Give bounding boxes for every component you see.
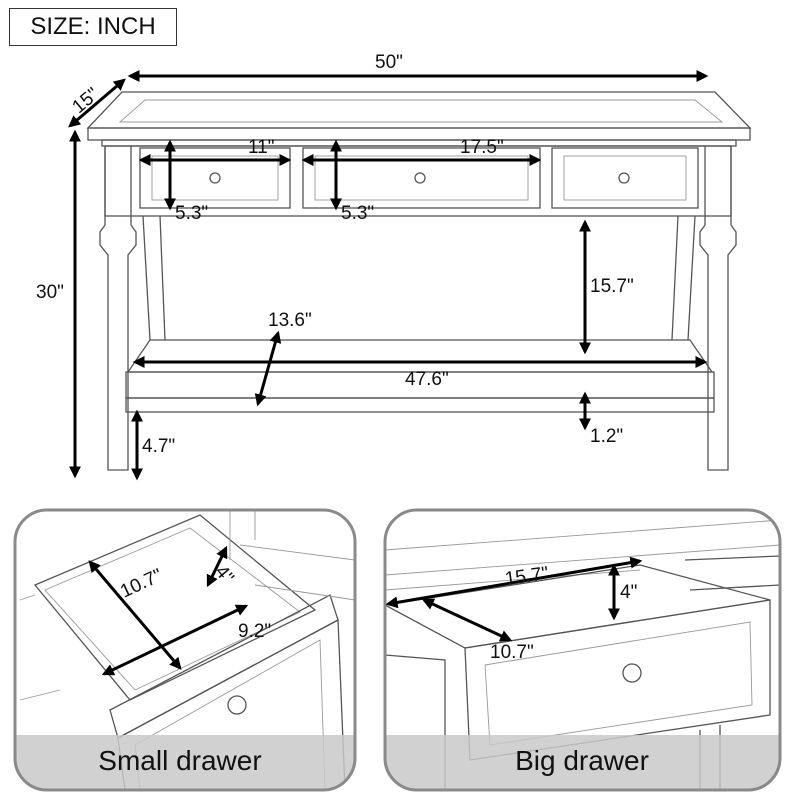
- shelf-thickness-label: 1.2": [590, 426, 623, 447]
- height-label: 30": [36, 282, 64, 303]
- big-drawer-inner-height-label: 4": [620, 582, 637, 603]
- overall-width-label: 50": [375, 52, 403, 73]
- drawer-knob: [209, 172, 221, 184]
- small-drawer-caption: Small drawer: [98, 745, 261, 776]
- big-drawer-depth-label: 10.7": [490, 642, 534, 663]
- size-unit-label: SIZE: INCH: [9, 8, 177, 46]
- shelf-width-label: 47.6": [405, 369, 449, 390]
- floor-clearance-label: 4.7": [142, 436, 175, 457]
- big-drawer-caption: Big drawer: [515, 745, 649, 776]
- drawer-knob: [414, 172, 426, 184]
- shelf-depth-label: 13.6": [268, 310, 312, 331]
- drawer-knob: [618, 172, 630, 184]
- shelf-clearance-label: 15.7": [590, 276, 634, 297]
- small-drawer-left: [139, 147, 291, 209]
- depth-label: 15": [68, 84, 103, 118]
- big-drawer: [302, 147, 541, 209]
- dimension-arrows: [68, 70, 709, 481]
- small-drawer-width-label: 11": [248, 137, 274, 158]
- small-drawer-inner-width-label: 9.2": [238, 621, 271, 642]
- small-drawer-detail-panel: 10.7" 4" 9.2" Small drawer: [13, 508, 357, 792]
- big-drawer-width-label: 17.5": [460, 137, 504, 158]
- console-table-illustration: [86, 91, 752, 471]
- small-drawer-height-label: 5.3": [175, 203, 208, 224]
- small-drawer-right: [551, 147, 699, 209]
- big-drawer-detail-panel: 15.7" 4" 10.7" Big drawer: [383, 508, 782, 792]
- big-drawer-height-label: 5.3": [341, 203, 374, 224]
